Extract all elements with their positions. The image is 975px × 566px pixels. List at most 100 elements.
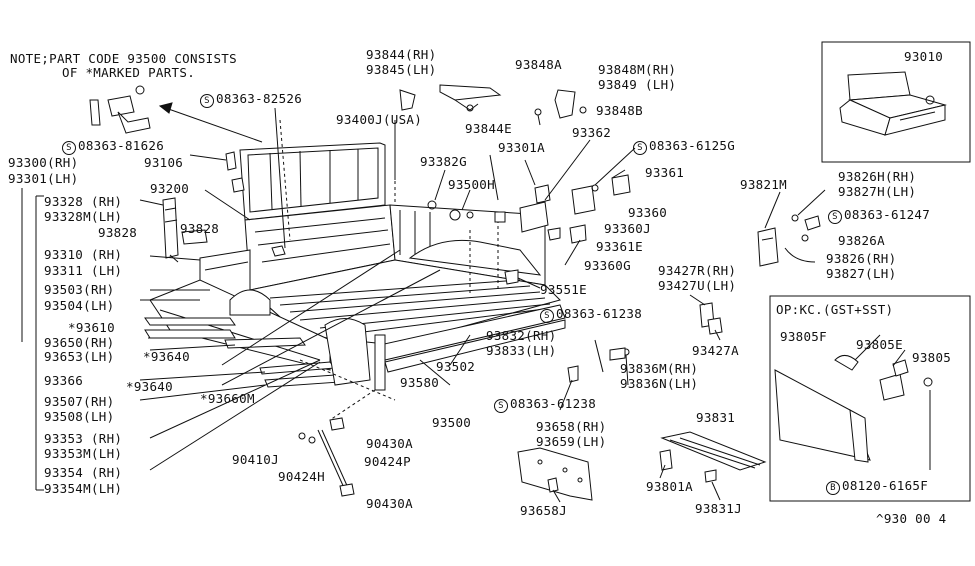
part-label-93310: 93310 (RH) <box>44 247 123 262</box>
part-label-93848B: 93848B <box>596 103 643 118</box>
note-line-1: NOTE;PART CODE 93500 CONSISTS <box>10 51 237 66</box>
part-label-93821M: 93821M <box>740 177 787 192</box>
part-label-90410J: 90410J <box>232 452 279 467</box>
part-label-93328: 93328 (RH) <box>44 194 123 209</box>
part-label-93660M: *93660M <box>200 391 255 406</box>
part-label-93833: 93833(LH) <box>486 343 557 358</box>
s-badge: S <box>828 210 842 224</box>
part-label-93827: 93827(LH) <box>826 266 897 281</box>
part-label-93328M: 93328M(LH) <box>44 209 123 224</box>
part-label-93353M: 93353M(LH) <box>44 446 123 461</box>
part-label-93427R: 93427R(RH) <box>658 263 737 278</box>
part-label-93640-b: *93640 <box>126 379 173 394</box>
link-parts <box>567 339 630 386</box>
diagram-footer-code: ^930 00 4 <box>876 511 947 526</box>
part-label-93848A: 93848A <box>515 57 562 72</box>
part-label-93640-a: *93640 <box>143 349 190 364</box>
part-label-93361E: 93361E <box>596 239 643 254</box>
note-line-2: OF *MARKED PARTS. <box>62 65 196 80</box>
part-label-93844: 93844(RH) <box>366 47 437 62</box>
part-label-93828-a: 93828 <box>98 225 138 240</box>
note-arrow <box>89 85 263 143</box>
part-label-93805: 93805 <box>912 350 952 365</box>
part-label-93300: 93300(RH) <box>8 155 79 170</box>
inset-93010-bed <box>839 71 947 136</box>
part-label-93827H: 93827H(LH) <box>838 184 917 199</box>
part-label-93551E: 93551E <box>540 282 587 297</box>
inset-op-frame <box>769 295 971 502</box>
part-label-93382G: 93382G <box>420 154 467 169</box>
part-label-93360G: 93360G <box>584 258 631 273</box>
part-label-93831: 93831 <box>696 410 736 425</box>
left-bracket-lines <box>21 188 44 491</box>
leader-lines <box>139 107 931 503</box>
part-label-93826: 93826(RH) <box>826 251 897 266</box>
inset-code-93010: 93010 <box>904 49 944 64</box>
s-badge: S <box>62 141 76 155</box>
part-label-93311: 93311 (LH) <box>44 263 123 278</box>
part-label-90424P: 90424P <box>364 454 411 469</box>
part-label-93508: 93508(LH) <box>44 409 115 424</box>
part-label-93427U: 93427U(LH) <box>658 278 737 293</box>
part-label-93650: 93650(RH) <box>44 335 115 350</box>
part-label-93301A: 93301A <box>498 140 545 155</box>
part-label-93658: 93658(RH) <box>536 419 607 434</box>
part-label-93610: *93610 <box>68 320 115 335</box>
part-label-93658J: 93658J <box>520 503 567 518</box>
s-badge: S <box>633 141 647 155</box>
part-label-93301: 93301(LH) <box>8 171 79 186</box>
part-label-93361: 93361 <box>645 165 685 180</box>
part-label-90424H: 90424H <box>278 469 325 484</box>
part-label-93826A: 93826A <box>838 233 885 248</box>
part-label-93354: 93354 (RH) <box>44 465 123 480</box>
part-label-93801A: 93801A <box>646 479 693 494</box>
truck-bed-body <box>144 119 566 421</box>
part-label-93659: 93659(LH) <box>536 434 607 449</box>
part-label-93502: 93502 <box>436 359 476 374</box>
inset-option-label: OP:KC.(GST+SST) <box>776 302 894 317</box>
cover-93831 <box>659 431 767 483</box>
inset-op-bumper <box>774 355 933 463</box>
s-badge: S <box>494 399 508 413</box>
part-label-93580: 93580 <box>400 375 440 390</box>
stake-pocket-parts <box>162 197 208 263</box>
rear-hinge-parts <box>225 84 631 285</box>
part-label-93500H: 93500H <box>448 177 495 192</box>
part-label-93849: 93849 (LH) <box>598 77 677 92</box>
part-label-93200: 93200 <box>150 181 190 196</box>
part-label-93836M: 93836M(RH) <box>620 361 699 376</box>
flap-93821M <box>757 214 821 267</box>
part-label-93362: 93362 <box>572 125 612 140</box>
part-label-93831J: 93831J <box>695 501 742 516</box>
bracket-93658 <box>517 447 593 501</box>
part-label-93826H: 93826H(RH) <box>838 169 917 184</box>
part-label-93360: 93360 <box>628 205 668 220</box>
part-label-93360J: 93360J <box>604 221 651 236</box>
inset-93010-frame <box>821 41 971 163</box>
part-label-93503: 93503(RH) <box>44 282 115 297</box>
part-label-93354M: 93354M(LH) <box>44 481 123 496</box>
strut-parts <box>298 417 355 497</box>
part-label-93653: 93653(LH) <box>44 349 115 364</box>
part-label-93400J: 93400J(USA) <box>336 112 423 127</box>
part-label-93844E: 93844E <box>465 121 512 136</box>
part-label-93832: 93832(RH) <box>486 328 557 343</box>
b-badge: B <box>826 481 840 495</box>
part-label-93836N: 93836N(LH) <box>620 376 699 391</box>
part-label-93845: 93845(LH) <box>366 62 437 77</box>
s-badge: S <box>540 309 554 323</box>
part-label-93500: 93500 <box>432 415 472 430</box>
part-label-93427A: 93427A <box>692 343 739 358</box>
part-label-93504: 93504(LH) <box>44 298 115 313</box>
part-label-93106: 93106 <box>144 155 184 170</box>
part-label-90430A-b: 90430A <box>366 496 413 511</box>
part-label-93353: 93353 (RH) <box>44 431 123 446</box>
